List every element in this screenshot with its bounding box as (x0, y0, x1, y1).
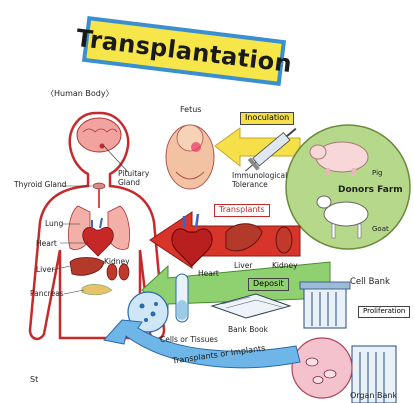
label-cell-bank: Cell Bank (350, 278, 390, 287)
label-thyroid: Thyroid Gland (14, 181, 67, 189)
label-heart: Heart (36, 240, 57, 248)
label-cells-tissues: Cells or Tissues (160, 336, 218, 344)
body-liver (70, 258, 104, 276)
label-liver: Liver (36, 266, 54, 274)
human-body-label: 〈Human Body〉 (46, 90, 114, 98)
label-kidney: Kidney (104, 258, 130, 266)
label-pituitary: Pituitary Gland (118, 170, 158, 187)
cell-culture (292, 338, 352, 398)
label-graft-liver: Liver (234, 262, 252, 270)
label-pancreas: Pancreas (30, 290, 64, 298)
label-fetus: Fetus (180, 106, 201, 114)
label-graft-heart: Heart (198, 270, 219, 278)
graft-kidney (276, 227, 292, 253)
label-lung: Lung (45, 220, 63, 228)
label-immunological: Immunological Tolerance (232, 172, 292, 189)
body-kidneys (107, 264, 129, 280)
label-donors-farm: Donors Farm (338, 186, 403, 195)
tag-transplants: Transplants (214, 204, 270, 217)
label-bank-book: Bank Book (228, 326, 268, 334)
tag-deposit: Deposit (248, 278, 289, 291)
tag-inoculation: Inoculation (240, 112, 294, 125)
test-tube (176, 274, 188, 322)
body-pancreas (82, 284, 112, 294)
label-pig: Pig (372, 170, 382, 177)
cell-bank-building (300, 282, 350, 328)
label-organ-bank: Organ Bank (350, 392, 397, 400)
label-goat: Goat (372, 226, 389, 233)
brain (77, 118, 121, 152)
signature: St (30, 376, 38, 384)
label-graft-kidney: Kidney (272, 262, 298, 270)
fetus (166, 125, 214, 189)
tag-proliferation: Proliferation (358, 306, 410, 318)
